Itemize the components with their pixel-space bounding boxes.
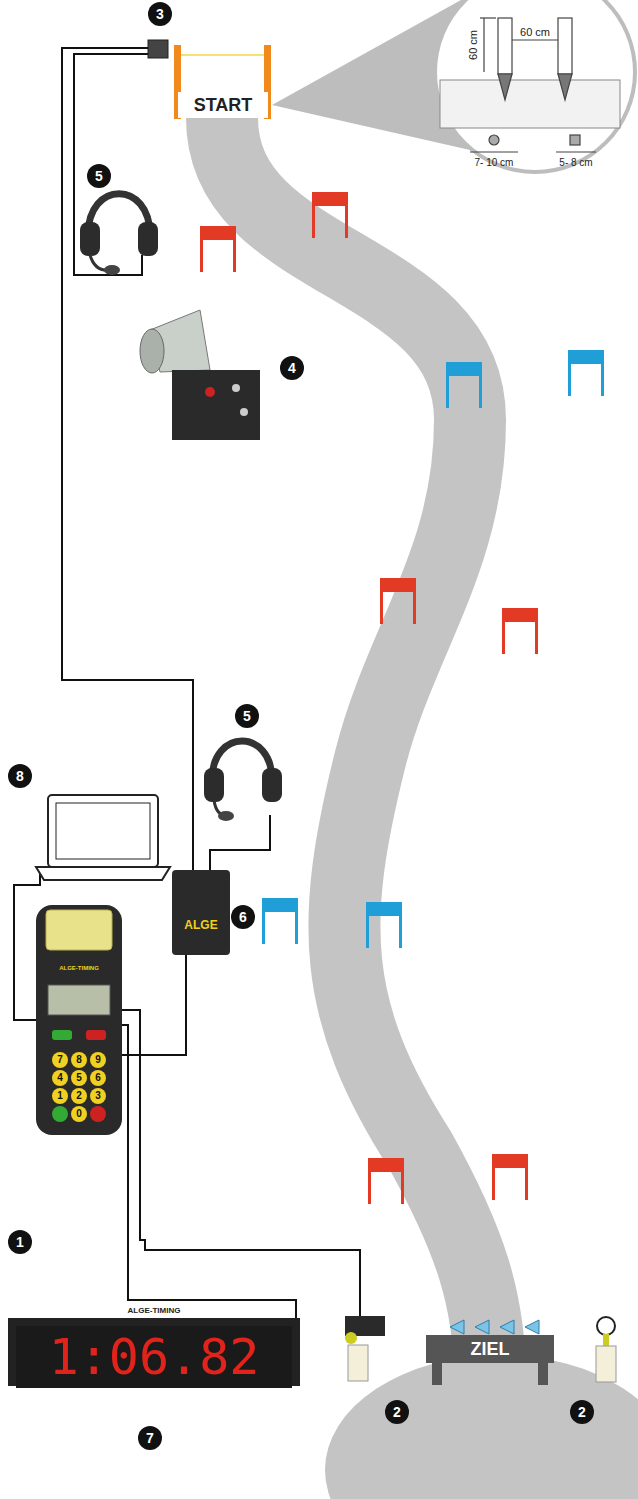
start-gate-label: START — [178, 92, 268, 118]
callout-number: 7 — [138, 1426, 162, 1450]
key-digit: 2 — [76, 1091, 82, 1101]
key-digit: 9 — [95, 1055, 101, 1065]
annotation-text: 60 cm — [519, 27, 551, 38]
node-text: ZIEL — [471, 1339, 510, 1360]
key-digit: 6 — [95, 1073, 101, 1083]
finish-banner: ZIEL — [430, 1337, 550, 1362]
annotation-text: ALGE-TIMING — [59, 965, 99, 971]
annotation-text: ALGE-TIMING — [128, 1307, 181, 1315]
key-digit: 5 — [76, 1073, 82, 1083]
callout-number: 8 — [8, 764, 32, 788]
key-digit: 4 — [57, 1073, 63, 1083]
key-digit: 0 — [76, 1109, 82, 1119]
annotation-text: 7- 10 cm — [475, 158, 514, 168]
callout-number: 5 — [87, 164, 111, 188]
node-text: 1:06.82 — [49, 1328, 260, 1386]
key-digit: 7 — [57, 1055, 63, 1065]
key-digit: 3 — [95, 1091, 101, 1101]
callout-number: 4 — [280, 356, 304, 380]
callout-number: 3 — [148, 2, 172, 26]
display-board: 1:06.82 — [16, 1326, 292, 1388]
callout-number: 2 — [385, 1400, 409, 1424]
key-digit: 8 — [76, 1055, 82, 1065]
annotation-text: ALGE — [184, 919, 217, 931]
annotation-text: 5- 8 cm — [559, 158, 592, 168]
callout-number: 6 — [231, 905, 255, 929]
key-digit: 1 — [57, 1091, 63, 1101]
callout-number: 2 — [570, 1400, 594, 1424]
callout-number: 1 — [8, 1230, 32, 1254]
callout-number: 5 — [235, 704, 259, 728]
node-text: START — [194, 95, 253, 116]
annotation-text: 60 cm — [468, 30, 479, 60]
